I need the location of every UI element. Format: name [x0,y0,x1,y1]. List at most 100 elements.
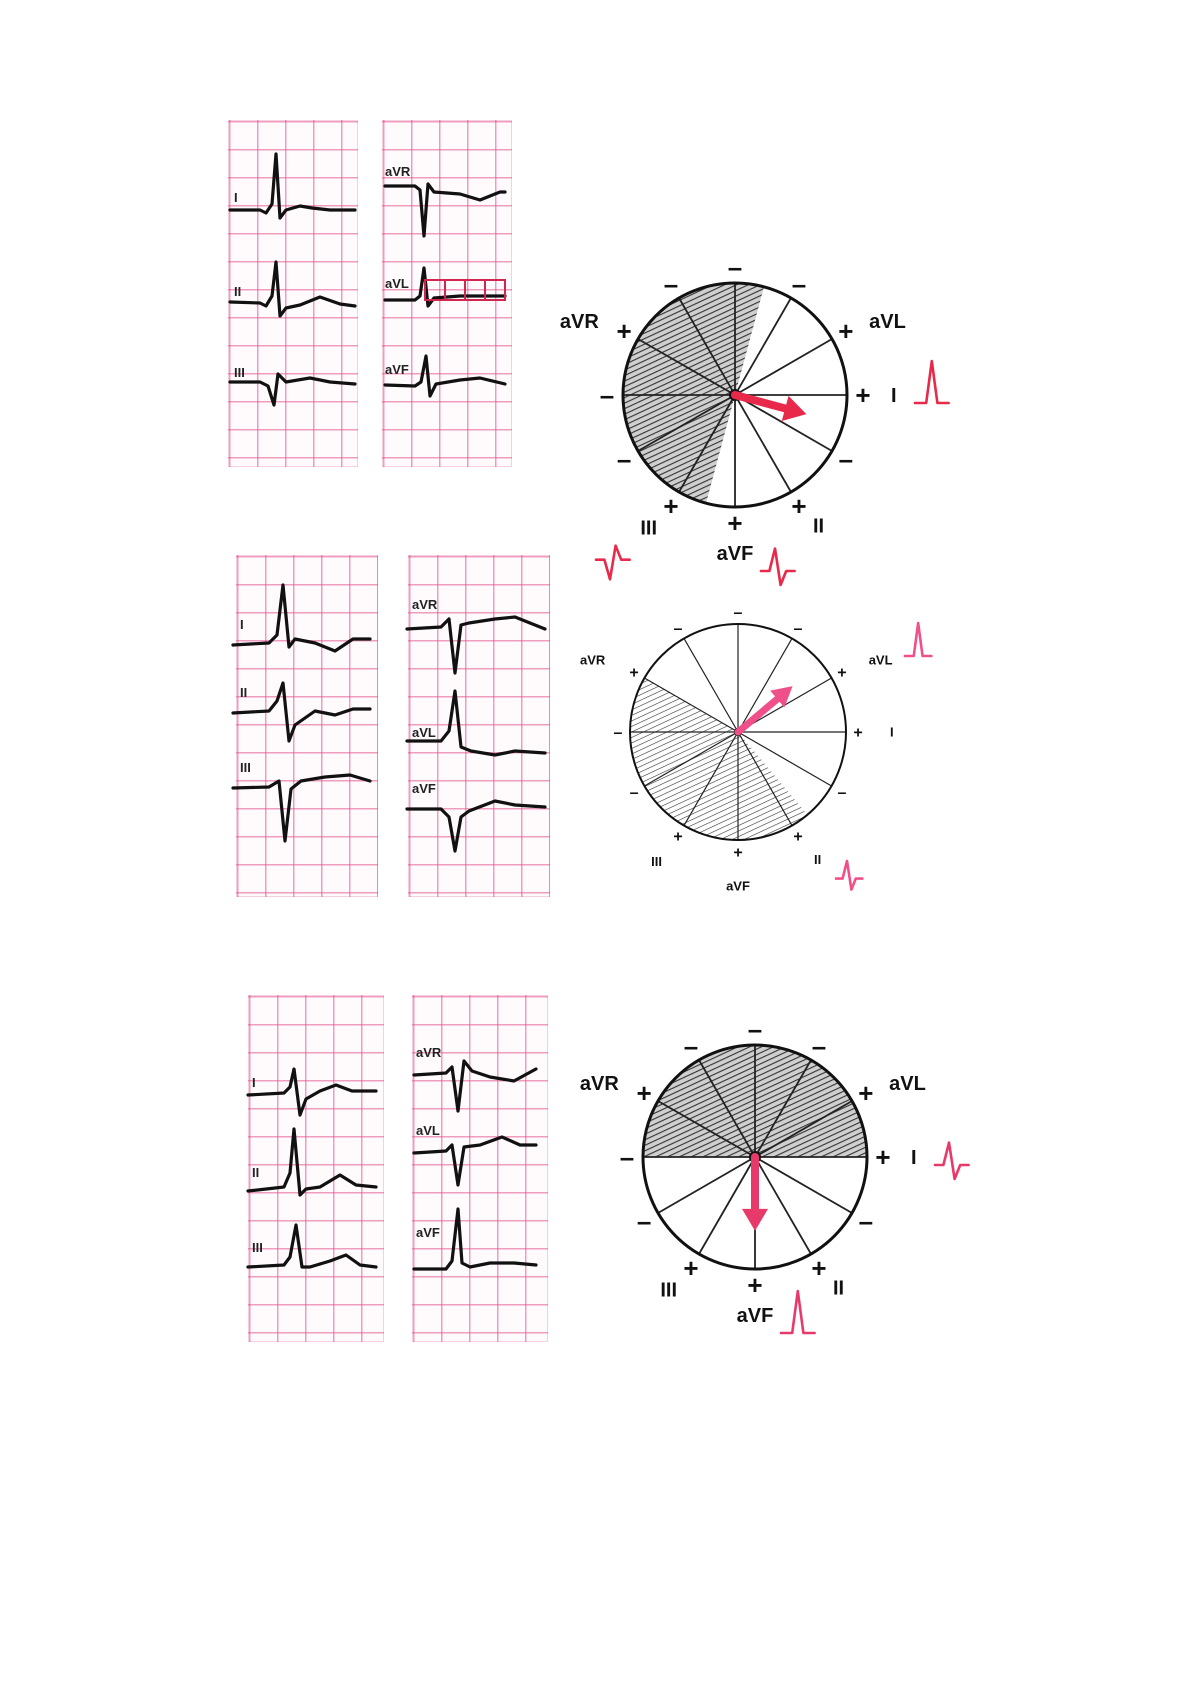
plus-sign: + [811,1253,826,1283]
lead-label-lead-i: I [911,1147,917,1169]
plus-sign: + [855,380,870,410]
lead-label-lead-iii: III [651,854,662,869]
ecg-strip-limb-leads [228,120,358,467]
lead-label: aVR [416,1045,442,1060]
lead-label: aVF [416,1225,440,1240]
shaded-negative-hemisphere [623,283,764,504]
minus-sign: – [728,252,742,282]
trace-lead-iii [231,773,372,843]
lead-label: aVL [385,276,409,291]
wheel-spoke [734,338,833,396]
plus-sign: + [747,1270,762,1300]
lead-label-avr: aVR [580,653,606,668]
lead-label-avl: aVL [869,653,893,668]
trace-lead-i [246,1067,378,1117]
wheel-spoke [637,338,736,396]
plus-sign: + [875,1142,890,1172]
plus-sign: + [683,1253,698,1283]
trace-lead-i [228,152,357,220]
lead-label-avf: aVF [726,879,750,894]
minus-sign: – [617,444,631,474]
mini-waveform-avf [759,547,796,587]
ecg-strip-limb-leads [248,995,384,1342]
lead-label-lead-i: I [891,385,897,407]
lead-label-lead-iii: III [640,518,657,540]
trace-lead-avr [412,1059,538,1113]
mini-waveform-lead-ii [834,859,864,891]
minus-sign: – [859,1206,873,1236]
mini-waveform-lead-i [913,359,950,405]
wheel-spoke [644,677,739,733]
minus-sign: – [614,725,623,742]
lead-label: aVF [412,781,436,796]
minus-sign: – [734,605,743,622]
trace-lead-avf [412,1207,538,1271]
minus-sign: – [748,1014,762,1044]
lead-label: aVR [385,164,411,179]
wheel-spoke [698,1059,756,1158]
lead-label-avf: aVF [717,543,754,565]
wheel-spoke [637,394,736,452]
mini-waveform-avl [903,621,933,658]
minus-sign: – [620,1142,634,1172]
wheel-spoke [683,731,739,826]
plus-sign: + [629,665,638,682]
trace-lead-avr [383,182,507,238]
lead-label: I [234,190,238,205]
wheel-spoke [737,638,793,733]
minus-sign: – [600,380,614,410]
plus-sign: + [791,491,806,521]
lead-label: I [240,617,244,632]
plus-sign: + [793,829,802,846]
wheel-outline [621,281,849,509]
lead-label-lead-ii: II [833,1278,844,1300]
lead-label-avf: aVF [737,1305,774,1327]
minus-sign: – [674,621,683,638]
lead-label-avr: aVR [560,311,599,333]
plus-sign: + [727,508,742,538]
axis-arrow-shaft [734,695,781,736]
wheel-spoke [657,1100,756,1158]
trace-lead-iii [228,372,357,407]
axis-arrow-shaft [731,391,790,413]
trace-lead-ii [246,1127,378,1197]
lead-label: aVL [412,725,436,740]
minus-sign: – [630,785,639,802]
wheel-spoke [737,731,793,826]
ecg-strip-augmented-leads [412,995,548,1342]
trace-lead-avf [383,354,507,398]
plus-sign: + [858,1078,873,1108]
wheel-spoke [754,1100,853,1158]
wheel-spoke [678,297,736,396]
mini-waveform-lead-iii [594,544,631,581]
axis-arrow-head [742,1208,768,1231]
trace-lead-avr [405,615,547,675]
plus-sign: + [853,725,862,742]
ecg-traces [228,152,507,407]
wheel-spoke [683,638,739,733]
wheel-spoke [734,297,792,396]
lead-label-avl: aVL [869,311,906,333]
ecg-strip-augmented-leads [382,120,512,467]
lead-label: II [252,1165,260,1180]
plus-sign: + [673,829,682,846]
lead-label: II [234,284,242,299]
lead-label-lead-ii: II [813,516,824,538]
lead-label: III [234,365,245,380]
plus-sign: + [663,491,678,521]
wheel-spoke [754,1059,812,1158]
minus-sign: – [839,444,853,474]
mini-waveform-avf [779,1289,816,1335]
wheel-spoke [644,731,739,787]
lead-label: II [240,685,248,700]
lead-label: III [252,1240,263,1255]
wheel-spoke [734,394,833,452]
ecg-strip-augmented-leads [408,555,550,897]
minus-sign: – [637,1206,651,1236]
